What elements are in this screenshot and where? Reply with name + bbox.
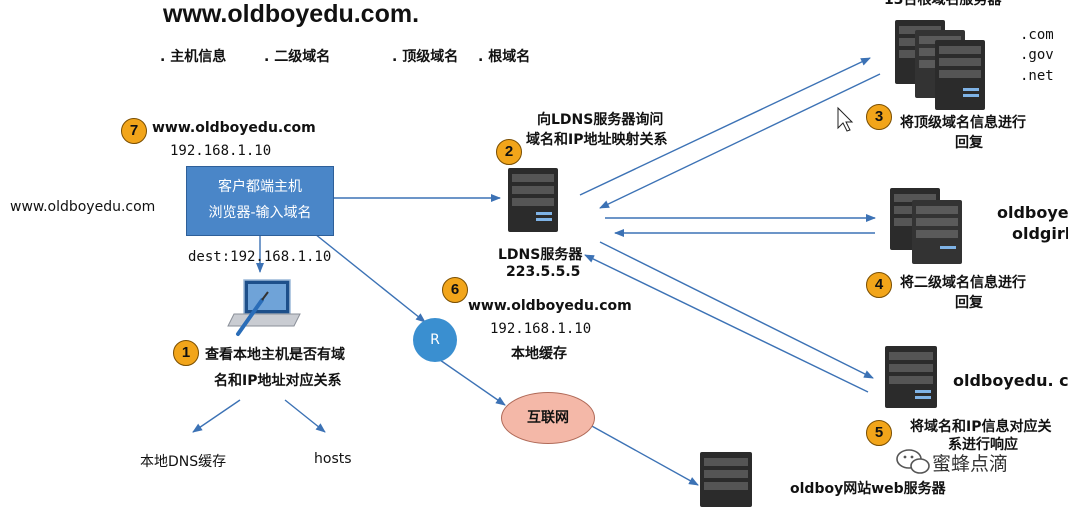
step-5-badge: 5 bbox=[866, 420, 892, 446]
step-5-line2: 系进行响应 bbox=[948, 437, 1018, 453]
ldns-ip: 223.5.5.5 bbox=[506, 264, 581, 280]
arrow-root-to-ldns bbox=[599, 73, 881, 209]
client-host-line1: 客户都端主机 bbox=[218, 179, 302, 195]
domain-part-host: . 主机信息 bbox=[160, 49, 227, 65]
arrow-step1-to-hosts bbox=[284, 399, 326, 433]
watermark-text: 蜜蜂点滴 bbox=[932, 453, 1009, 475]
tld-gov: .gov bbox=[1020, 47, 1054, 63]
cursor-icon bbox=[837, 106, 854, 132]
internet-cloud: 互联网 bbox=[501, 392, 595, 444]
second-level-name2: oldgirl. bbox=[1012, 224, 1068, 243]
step-4-line1: 将二级域名信息进行 bbox=[900, 275, 1026, 291]
server-icon-web bbox=[700, 452, 752, 507]
server-icon-auth bbox=[885, 346, 937, 408]
ldns-name: LDNS服务器 bbox=[498, 247, 583, 263]
step-1-badge: 1 bbox=[173, 340, 199, 366]
arrow-ldns-to-root bbox=[579, 57, 871, 196]
wechat-icon bbox=[896, 449, 930, 474]
step-1-line2: 名和IP地址对应关系 bbox=[214, 373, 342, 389]
tld-net: .net bbox=[1020, 68, 1054, 84]
step-3-line2: 回复 bbox=[955, 135, 983, 151]
server-icon-root-3 bbox=[935, 40, 985, 110]
step-6-ip: 192.168.1.10 bbox=[490, 321, 592, 337]
step-4-badge: 4 bbox=[866, 272, 892, 298]
domain-part-top: . 顶级域名 bbox=[392, 49, 459, 65]
tld-com: .com bbox=[1020, 27, 1054, 43]
web-server-label: oldboy网站web服务器 bbox=[790, 481, 946, 497]
server-icon-ldns bbox=[508, 168, 558, 232]
step-4-line2: 回复 bbox=[955, 295, 983, 311]
step-3-line1: 将顶级域名信息进行 bbox=[900, 115, 1026, 131]
router-node: R bbox=[413, 318, 457, 362]
arrow-step1-to-dnscache bbox=[192, 399, 241, 433]
step-7-ip: 192.168.1.10 bbox=[170, 143, 272, 159]
step-6-cache: 本地缓存 bbox=[511, 346, 567, 362]
client-dest-label: dest:192.168.1.10 bbox=[188, 249, 332, 265]
hosts-label: hosts bbox=[314, 451, 352, 467]
step-6-badge: 6 bbox=[442, 277, 468, 303]
client-domain-label: www.oldboyedu.com bbox=[10, 199, 156, 215]
step-7-domain: www.oldboyedu.com bbox=[152, 120, 316, 136]
second-level-name1: oldboyed bbox=[997, 203, 1068, 222]
client-host-line2: 浏览器-输入域名 bbox=[208, 205, 312, 221]
arrow-internet-to-web bbox=[589, 424, 699, 486]
local-dns-cache-label: 本地DNS缓存 bbox=[140, 454, 227, 470]
client-host-box: 客户都端主机 浏览器-输入域名 bbox=[186, 166, 334, 236]
page-title: www.oldboyedu.com. bbox=[163, 0, 420, 28]
step-1-line1: 查看本地主机是否有域 bbox=[205, 347, 345, 363]
laptop-icon bbox=[227, 279, 301, 336]
arrow-auth-to-ldns bbox=[584, 254, 869, 393]
root-servers-partial-label: 13台根域名服务器 bbox=[884, 0, 1002, 8]
step-7-badge: 7 bbox=[121, 118, 147, 144]
step-2-line1: 向LDNS服务器询问 bbox=[537, 112, 664, 128]
domain-part-second: . 二级域名 bbox=[264, 49, 331, 65]
step-6-domain: www.oldboyedu.com bbox=[468, 298, 632, 314]
step-5-line1: 将域名和IP信息对应关 bbox=[910, 419, 1052, 435]
auth-server-name: oldboyedu. co bbox=[953, 371, 1068, 390]
arrow-client-to-router bbox=[314, 233, 426, 323]
server-icon-second-2 bbox=[912, 200, 962, 264]
arrow-ldns-to-auth bbox=[599, 241, 874, 379]
arrow-router-to-internet bbox=[439, 359, 506, 406]
step-3-badge: 3 bbox=[866, 104, 892, 130]
step-2-line2: 域名和IP地址映射关系 bbox=[526, 132, 668, 148]
step-2-badge: 2 bbox=[496, 139, 522, 165]
domain-part-root: . 根域名 bbox=[478, 49, 531, 65]
